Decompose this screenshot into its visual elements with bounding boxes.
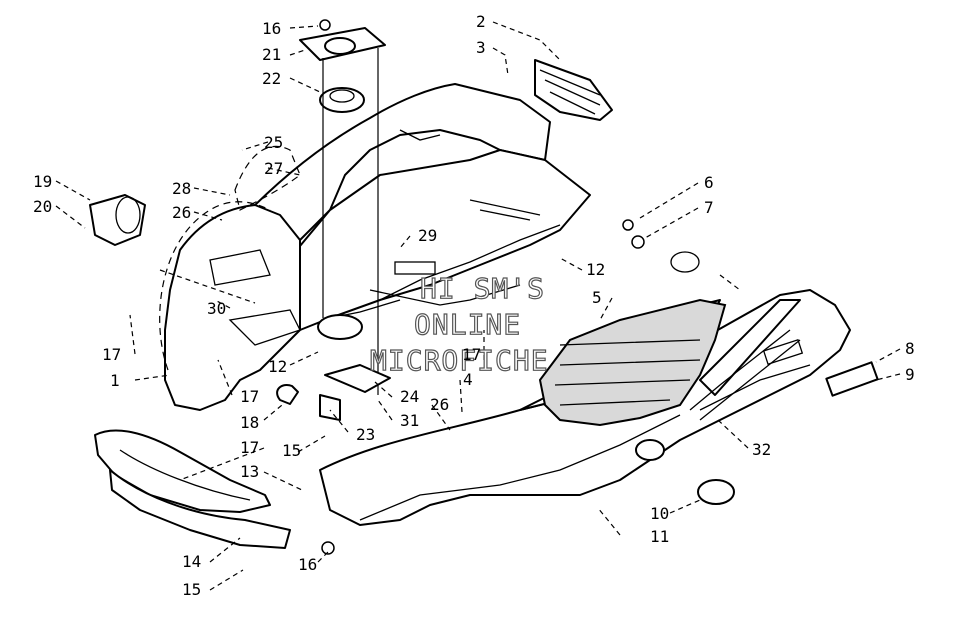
callout-28: 28 — [172, 179, 191, 198]
grommet-right — [670, 251, 700, 273]
grommet-lower — [317, 314, 363, 340]
grip-panel — [538, 298, 727, 427]
callout-26: 26 — [172, 203, 191, 222]
svg-text:ONLINE: ONLINE — [414, 308, 521, 341]
watermark: HI SM'S ONLINE MICROFICHE — [369, 271, 549, 377]
callout-12: 12 — [268, 357, 287, 376]
callout-17: 17 — [102, 345, 121, 364]
svg-text:HI SM'S: HI SM'S — [420, 272, 545, 305]
nut-16b — [321, 541, 335, 555]
callout-30: 30 — [207, 299, 226, 318]
callout-3: 3 — [476, 38, 486, 57]
outline-25 — [234, 145, 301, 211]
callout-7: 7 — [704, 198, 714, 217]
bracket-23 — [319, 394, 341, 421]
callout-9: 9 — [905, 365, 915, 384]
callout-14: 14 — [182, 552, 201, 571]
callout-18: 18 — [240, 413, 259, 432]
decal-stripe — [699, 299, 801, 396]
callout-15: 15 — [182, 580, 201, 599]
plug-hole — [635, 439, 665, 461]
hood-panel — [249, 83, 591, 331]
callout-2: 2 — [476, 12, 486, 31]
left-side-panel — [159, 201, 301, 411]
rear-vent — [534, 59, 613, 121]
callout-5: 5 — [592, 288, 602, 307]
washer-7 — [631, 235, 645, 249]
svg-text:MICROFICHE: MICROFICHE — [370, 344, 549, 377]
callout-19: 19 — [33, 172, 52, 191]
clip-18 — [276, 384, 299, 405]
decal-lines — [689, 329, 801, 421]
plug-10 — [697, 479, 735, 505]
mount-plate — [299, 27, 386, 395]
callout-27: 27 — [264, 159, 283, 178]
callout-32: 32 — [752, 440, 771, 459]
callout-31: 31 — [400, 411, 419, 430]
callout-22: 22 — [262, 69, 281, 88]
callout-21: 21 — [262, 45, 281, 64]
callout-16: 16 — [262, 19, 281, 38]
callout-12: 12 — [586, 260, 605, 279]
callout-15: 15 — [282, 441, 301, 460]
callout-16: 16 — [298, 555, 317, 574]
front-bumper — [94, 429, 291, 549]
callout-20: 20 — [33, 197, 52, 216]
callout-17: 17 — [462, 345, 481, 364]
callout-25: 25 — [264, 133, 283, 152]
nut-16a — [319, 19, 331, 31]
callout-26: 26 — [430, 395, 449, 414]
callout-24: 24 — [400, 387, 419, 406]
callout-4: 4 — [463, 370, 473, 389]
headlight-housing — [89, 194, 146, 246]
callout-17: 17 — [240, 438, 259, 457]
reflector-8 — [825, 361, 879, 397]
callout-13: 13 — [240, 462, 259, 481]
screw-6 — [622, 219, 634, 231]
callout-1: 1 — [110, 371, 120, 390]
callout-8: 8 — [905, 339, 915, 358]
callout-29: 29 — [418, 226, 437, 245]
callouts: 16 21 22 2 3 25 27 28 26 19 20 29 12 30 … — [33, 12, 915, 599]
callout-23: 23 — [356, 425, 375, 444]
leader-lines — [55, 21, 901, 591]
callout-17: 17 — [240, 387, 259, 406]
callout-10: 10 — [650, 504, 669, 523]
callout-6: 6 — [704, 173, 714, 192]
bracket-24 — [324, 364, 391, 393]
callout-11: 11 — [650, 527, 669, 546]
